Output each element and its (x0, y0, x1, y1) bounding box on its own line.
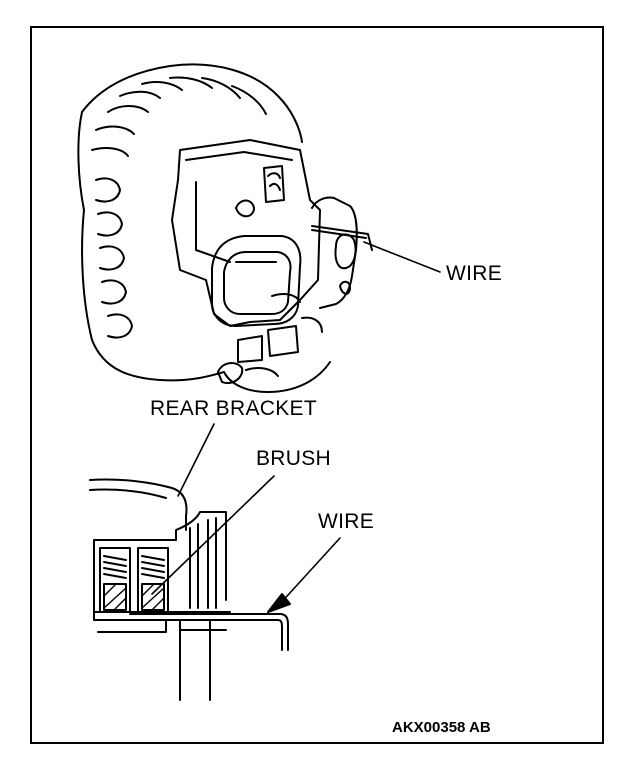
brush-label: BRUSH (256, 447, 332, 470)
figure-frame (30, 26, 604, 744)
brush-section-view (89, 423, 341, 701)
wire-label-bottom: WIRE (318, 510, 375, 533)
rear-bracket-label: REAR BRACKET (150, 397, 317, 420)
figure-code: AKX00358 AB (392, 719, 491, 736)
wire-label-top: WIRE (446, 262, 503, 285)
alternator-rear-view (77, 63, 441, 393)
